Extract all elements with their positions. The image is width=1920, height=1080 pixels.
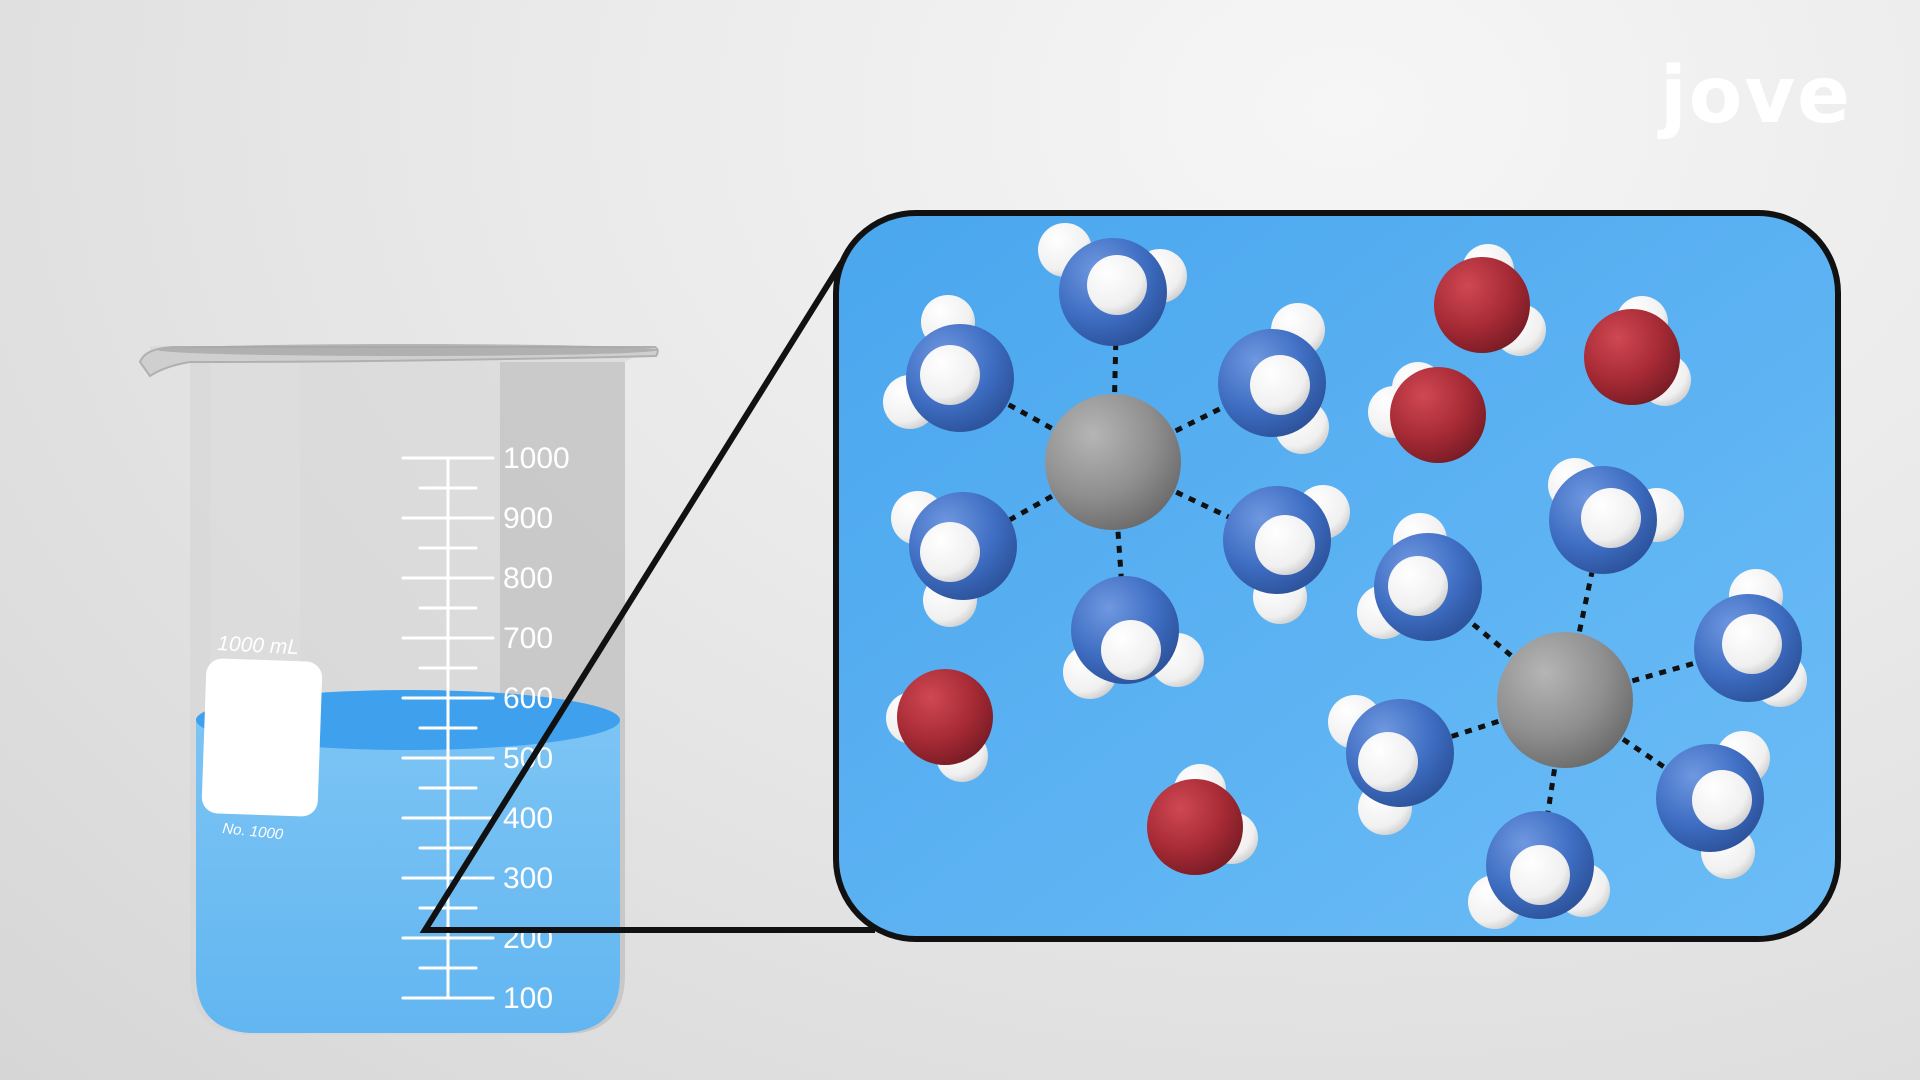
water-molecule (1584, 296, 1691, 406)
tick-label-400: 400 (503, 802, 553, 835)
tick-label-1000: 1000 (503, 442, 570, 475)
water-molecule (886, 669, 993, 782)
tick-label-100: 100 (503, 982, 553, 1015)
tick-label-900: 900 (503, 502, 553, 535)
jove-logo-text: jove (1657, 51, 1852, 141)
water-molecule (1147, 764, 1258, 875)
complex-2-ligand (1468, 811, 1610, 929)
tick-label-300: 300 (503, 862, 553, 895)
tick-label-700: 700 (503, 622, 553, 655)
beaker-rim-top (158, 344, 658, 356)
complex-2-ligand (1328, 695, 1454, 835)
complex-2-ligand (1656, 731, 1770, 879)
complex-2-ligand (1694, 569, 1807, 707)
water-molecule (1434, 244, 1546, 356)
beaker-scale (401, 456, 495, 1000)
complex-1-ligand (1218, 303, 1329, 454)
complex-1-ligand (883, 295, 1014, 432)
complex-2-ligand (1357, 513, 1482, 641)
complex-1-metal-ion (1045, 394, 1181, 530)
complex-1-ligand (1223, 485, 1350, 624)
zoom-panel-border (833, 210, 1841, 942)
zoom-panel (833, 210, 1841, 942)
beaker-number-label: No. 1000 (222, 820, 285, 843)
tick-label-200: 200 (503, 922, 553, 955)
complex-1-ligand (1063, 576, 1204, 699)
complex-2-ligand (1548, 458, 1684, 574)
jove-logo: jove (1657, 51, 1852, 141)
beaker-label-patch (201, 658, 323, 817)
tick-label-600: 600 (503, 682, 553, 715)
tick-label-800: 800 (503, 562, 553, 595)
beaker: 1000 mL No. 1000 1000 9 (138, 344, 659, 1035)
water-molecule (1368, 362, 1486, 463)
complex-1-ligand (891, 491, 1017, 627)
complex-2-metal-ion (1497, 632, 1633, 768)
zoom-callout-lines (419, 260, 875, 933)
beaker-capacity-label: 1000 mL (217, 632, 300, 659)
complex-1-ligand (1038, 223, 1187, 346)
